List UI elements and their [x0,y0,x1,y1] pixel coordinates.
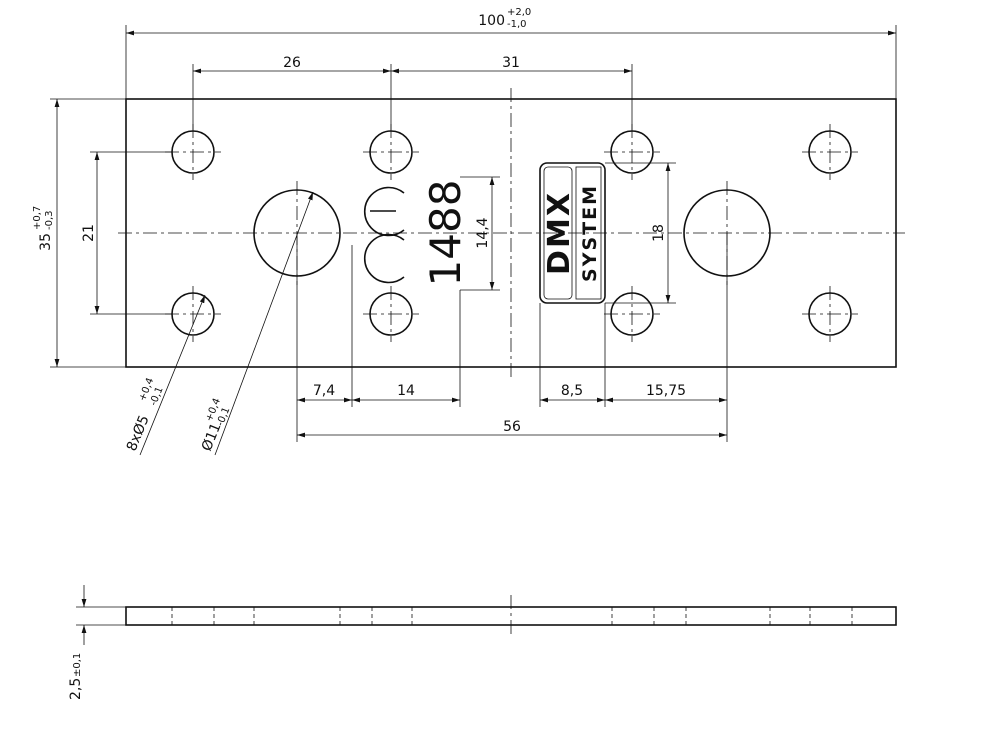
dim-14: 14 [397,383,415,399]
extension-lines [50,25,897,442]
dim-26: 26 [283,55,301,71]
marking-number: 1488 [421,180,470,287]
side-view-hidden-lines [171,607,853,625]
svg-text:-1,0: -1,0 [507,19,527,30]
thickness-dimension [76,585,126,645]
callout-big-holes: Ø11 +0,4 -0,1 [199,397,233,454]
svg-text:DMX: DMX [542,191,577,275]
ce-mark [363,186,405,284]
dim-56: 56 [503,419,521,435]
dim-overall-length: 100 [478,13,505,29]
dim-8-5: 8,5 [561,383,583,399]
svg-text:±0,1: ±0,1 [72,653,83,677]
svg-text:-0,3: -0,3 [44,210,55,230]
callout-small-holes: 8xØ5 +0,4 -0,1 [124,376,166,453]
svg-text:8xØ5: 8xØ5 [124,413,153,453]
dim-31: 31 [502,55,520,71]
dim-14-4: 14,4 [475,217,491,248]
dim-7-4: 7,4 [313,383,335,399]
dim-thickness: 2,5 ±0,1 [68,653,84,700]
dim-overall-width: 35 +0,7 -0,3 [32,206,55,251]
dmx-logo: DMX SYSTEM [539,162,606,304]
svg-text:+0,7: +0,7 [32,206,43,230]
dim-18: 18 [651,224,667,242]
dim-21: 21 [81,224,97,242]
svg-text:SYSTEM: SYSTEM [579,184,601,282]
dim-15-75: 15,75 [646,383,686,399]
svg-text:2,5: 2,5 [68,678,84,700]
dimension-lines [54,30,896,456]
svg-text:+2,0: +2,0 [507,7,531,18]
svg-text:35: 35 [38,233,54,251]
